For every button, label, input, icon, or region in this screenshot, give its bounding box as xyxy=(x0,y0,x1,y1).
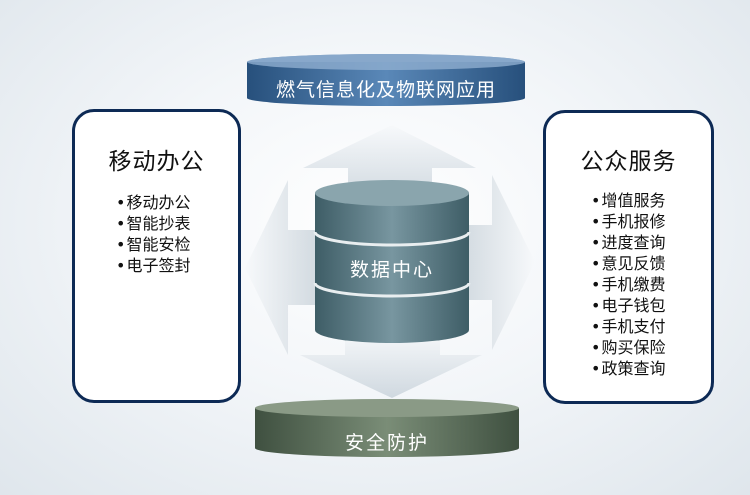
right-box: 公众服务 增值服务 手机报修 进度查询 意见反馈 手机缴费 电子钱包 手机支付 … xyxy=(543,110,714,404)
center-label: 数据中心 xyxy=(349,259,434,281)
list-item: 手机报修 xyxy=(591,211,665,232)
arrow-right xyxy=(460,175,535,350)
top-platform xyxy=(247,54,525,106)
left-box: 移动办公 移动办公 智能抄表 智能安检 电子签封 xyxy=(72,109,241,403)
right-box-title: 公众服务 xyxy=(580,149,677,175)
right-box-list: 增值服务 手机报修 进度查询 意见反馈 手机缴费 电子钱包 手机支付 购买保险 … xyxy=(591,190,665,379)
list-item: 移动办公 xyxy=(116,192,190,213)
left-box-list: 移动办公 智能抄表 智能安检 电子签封 xyxy=(116,192,190,276)
top-platform-label: 燃气信息化及物联网应用 xyxy=(275,79,496,101)
list-item: 电子签封 xyxy=(116,255,190,276)
list-item: 购买保险 xyxy=(591,337,665,358)
bottom-platform xyxy=(255,399,519,457)
list-item: 政策查询 xyxy=(591,358,665,379)
list-item: 智能抄表 xyxy=(116,213,190,234)
list-item: 手机支付 xyxy=(591,316,665,337)
left-box-title: 移动办公 xyxy=(108,149,205,175)
list-item: 智能安检 xyxy=(116,234,190,255)
list-item: 进度查询 xyxy=(591,232,665,253)
arrow-left xyxy=(245,180,320,355)
database-icon xyxy=(313,180,471,343)
list-item: 电子钱包 xyxy=(591,295,665,316)
bottom-platform-label: 安全防护 xyxy=(344,432,429,454)
list-item: 手机缴费 xyxy=(591,274,665,295)
list-item: 增值服务 xyxy=(591,190,665,211)
arrow-down xyxy=(300,330,482,398)
list-item: 意见反馈 xyxy=(591,253,665,274)
arrow-up xyxy=(303,125,476,205)
